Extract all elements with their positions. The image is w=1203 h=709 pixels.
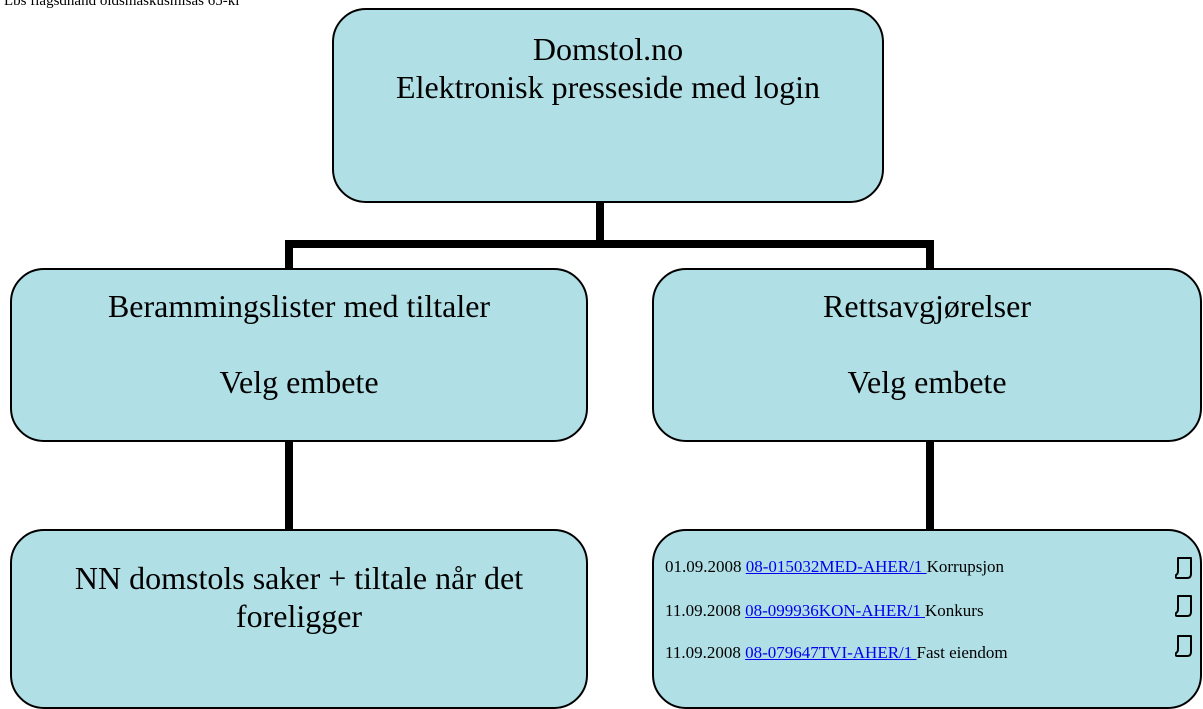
node-berammingslister: Berammingslister med tiltaler Velg embet… [10, 268, 588, 442]
case-link[interactable]: 08-015032MED-AHER/1 [745, 557, 927, 576]
case-date: 11.09.2008 [665, 643, 746, 662]
root-node-domstol: Domstol.no Elektronisk presseside med lo… [332, 8, 884, 203]
case-link[interactable]: 08-099936KON-AHER/1 [745, 601, 926, 620]
case-row: 11.09.2008 08-079647TVI-AHER/1 Fast eien… [665, 643, 1008, 663]
connector-horizontal [285, 240, 934, 248]
node-rettsavgjorelser-action: Velg embete [847, 364, 1007, 400]
root-node-subtitle: Elektronisk presseside med login [396, 69, 820, 105]
case-link[interactable]: 08-079647TVI-AHER/1 [745, 643, 917, 662]
document-icon[interactable] [1175, 595, 1193, 619]
connector-left-child [285, 442, 293, 529]
case-row: 11.09.2008 08-099936KON-AHER/1 Konkurs [665, 601, 984, 621]
case-date: 01.09.2008 [665, 557, 746, 576]
node-case-list: 01.09.2008 08-015032MED-AHER/1 Korrupsjo… [652, 529, 1202, 709]
document-icon[interactable] [1175, 557, 1193, 581]
root-node-title: Domstol.no [532, 31, 684, 67]
case-category: Fast eiendom [916, 643, 1008, 662]
node-domstol-saker: NN domstols saker + tiltale når det fore… [10, 529, 588, 709]
connector-right-down [926, 240, 934, 268]
case-row: 01.09.2008 08-015032MED-AHER/1 Korrupsjo… [665, 557, 1004, 577]
connector-left-down [285, 240, 293, 268]
node-domstol-saker-text: NN domstols saker + tiltale når det fore… [74, 560, 524, 634]
case-category: Konkurs [925, 601, 984, 620]
node-berammingslister-action: Velg embete [219, 364, 379, 400]
node-rettsavgjorelser: Rettsavgjørelser Velg embete [652, 268, 1202, 442]
case-category: Korrupsjon [926, 557, 1005, 576]
cropped-header-text: Lbs flagsdhand oldsmaskusmlsas 65-kl [4, 0, 240, 9]
document-icon[interactable] [1175, 635, 1193, 659]
node-rettsavgjorelser-title: Rettsavgjørelser [823, 288, 1031, 324]
connector-root-down [596, 203, 604, 244]
connector-right-child [926, 442, 934, 529]
case-date: 11.09.2008 [665, 601, 746, 620]
node-berammingslister-title: Berammingslister med tiltaler [107, 288, 491, 324]
